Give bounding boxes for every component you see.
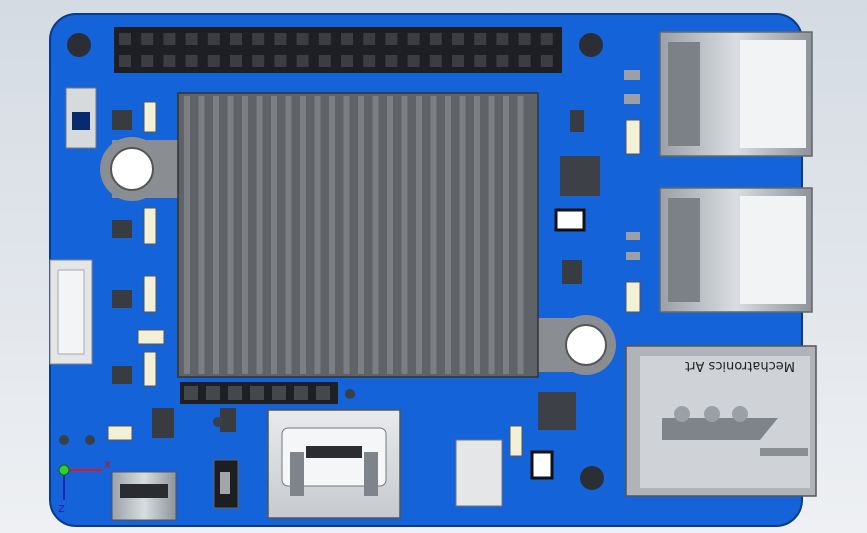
heatsink-fin (387, 96, 393, 374)
mounting-hole-br (580, 466, 604, 490)
gpio-pin (341, 33, 353, 45)
heatsink-fin (459, 96, 466, 374)
heatsink-fin (488, 96, 495, 374)
usb-port-top[interactable] (659, 31, 813, 157)
gpio-header (114, 27, 562, 73)
heatsink-fin (372, 96, 379, 374)
heatsink-fin (285, 96, 292, 374)
micro-usb-port[interactable] (111, 471, 177, 521)
axis-z-label: Z (58, 504, 65, 515)
heatsink-fin (213, 96, 219, 374)
gpio-pin (252, 55, 265, 67)
gpio-pin (296, 33, 309, 45)
header-pin (184, 386, 198, 400)
gpio-pin (474, 55, 487, 67)
bottom-pin-row (180, 382, 338, 404)
gpio-pin (230, 33, 242, 45)
gpio-pin (274, 33, 287, 45)
gpio-pin (496, 33, 509, 45)
ethernet-port[interactable]: Mechatronics Art (625, 345, 817, 497)
heatsink-fin (445, 96, 451, 374)
heatsink-fin (184, 96, 190, 374)
mounting-hole-tl (67, 33, 91, 57)
gpio-pin (163, 55, 176, 67)
gpio-pin (207, 33, 220, 45)
gpio-pin (163, 33, 176, 45)
header-pin (272, 386, 286, 400)
gpio-pin (207, 55, 220, 67)
heatsink-fin (242, 96, 248, 374)
gpio-pin (185, 33, 198, 45)
gpio-pin (496, 55, 509, 67)
header-pin (206, 386, 220, 400)
heatsink-fin (314, 96, 321, 374)
gpio-pin (274, 55, 287, 67)
heatsink-fin (300, 96, 306, 374)
heatsink-fin (401, 96, 408, 374)
heatsink-fin (474, 96, 480, 374)
gpio-pin (363, 55, 376, 67)
gpio-pin (119, 33, 131, 45)
gpio-pin (141, 33, 154, 45)
gpio-pin (296, 55, 309, 67)
gpio-pin (119, 55, 131, 67)
header-pin (316, 386, 330, 400)
heatsink-fin (503, 96, 509, 374)
gpio-pin (385, 55, 398, 67)
header-pin (294, 386, 308, 400)
gpio-pin (429, 33, 442, 45)
toggle-switch[interactable] (213, 459, 239, 509)
gpio-pin (141, 55, 154, 67)
gpio-pin (407, 55, 420, 67)
gpio-pin (452, 33, 464, 45)
heatsink-fin (198, 96, 205, 374)
hdmi-port[interactable] (267, 409, 401, 519)
heatsink-fin (416, 96, 422, 374)
header-pin (228, 386, 242, 400)
gpio-pin (252, 33, 265, 45)
heatsink-fin (430, 96, 437, 374)
gpio-pin (318, 33, 331, 45)
header-pin (250, 386, 264, 400)
axis-triad: X Z (58, 460, 111, 515)
gpio-pin (518, 55, 531, 67)
gpio-pin (429, 55, 442, 67)
gpio-pin (540, 33, 553, 45)
gpio-pin (318, 55, 331, 67)
heatsink-fin (343, 96, 350, 374)
barrel-connector[interactable] (455, 439, 503, 507)
heatsink-fin (517, 96, 524, 374)
gpio-pin (474, 33, 487, 45)
gpio-pin (341, 55, 353, 67)
left-components (49, 87, 355, 445)
heatsink-fin (227, 96, 234, 374)
gpio-pin (540, 55, 553, 67)
mounting-hole-tr (579, 33, 603, 57)
heatsink-fin (358, 96, 364, 374)
heatsink-fin (329, 96, 335, 374)
heatsink-fin (256, 96, 263, 374)
gpio-pin (230, 55, 242, 67)
gpio-pin (452, 55, 464, 67)
gpio-pin (407, 33, 420, 45)
heatsink (100, 92, 616, 378)
gpio-pin (185, 55, 198, 67)
gpio-pin (385, 33, 398, 45)
usb-port-bottom[interactable] (659, 187, 813, 313)
gpio-pin (363, 33, 376, 45)
axis-x-label: X (104, 460, 111, 471)
gpio-pin (518, 33, 531, 45)
heatsink-fin (271, 96, 277, 374)
right-components (509, 70, 641, 480)
silkscreen-label: Mechatronics Art (685, 358, 795, 373)
